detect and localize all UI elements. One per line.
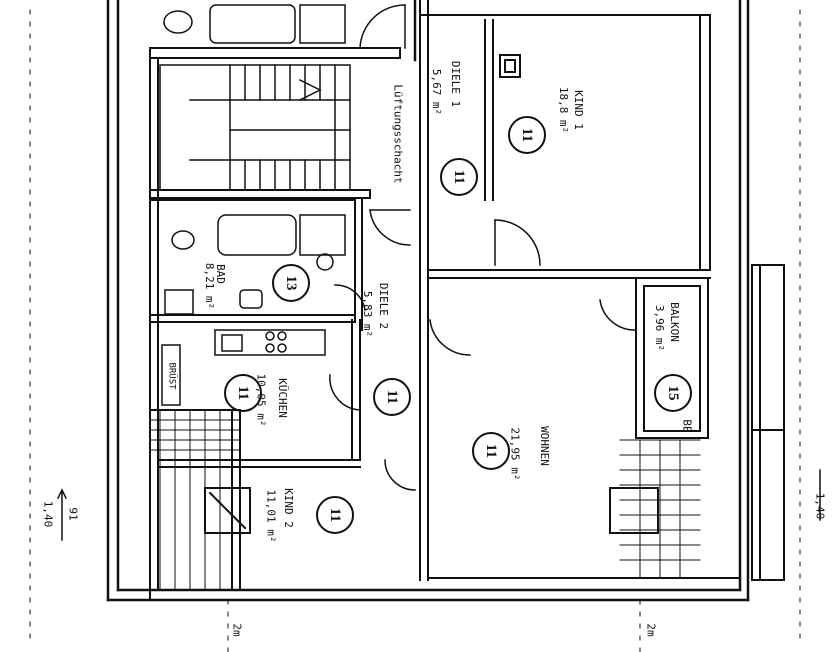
wohnen-area: 21,95 m² <box>508 427 522 481</box>
kind2-label: KIND 2 <box>281 488 295 528</box>
kind2-area: 11,01 m² <box>264 489 278 543</box>
kind2-name: KIND 2 <box>281 488 295 528</box>
be-label: BE <box>680 419 694 433</box>
brust-text: BRÜST <box>166 362 177 390</box>
axis-right: 2m <box>644 623 658 637</box>
be-text: BE <box>680 419 694 433</box>
inner-walls <box>149 0 741 601</box>
diele1-name: DIELE 1 <box>449 60 463 108</box>
doors <box>329 209 636 491</box>
diele1-area-label: 5,67 m² <box>430 68 444 116</box>
dim-right: 1,40 <box>813 492 827 520</box>
balkon-area: 3,96 m² <box>653 304 667 352</box>
diele2-label: DIELE 2 <box>377 282 391 330</box>
balkon-code: 15 <box>654 374 692 412</box>
kuechen-label: KÜCHEN <box>275 378 289 418</box>
diele2-area-label: 5,83 m² <box>361 290 375 338</box>
wohnen-area-label: 21,95 m² <box>508 427 522 481</box>
wohnen-label: WOHNEN <box>537 426 551 466</box>
balcony-railing <box>751 264 785 581</box>
dimension-markers <box>56 469 821 541</box>
outer-walls <box>106 0 750 602</box>
kuechen-code: 11 <box>224 374 262 412</box>
kind2-code: 11 <box>316 496 354 534</box>
balkon-label: BALKON <box>667 302 681 342</box>
kuechen-name: KÜCHEN <box>275 378 289 418</box>
construction-lines <box>29 9 801 652</box>
luftung-text: Lüftungsschacht <box>391 84 405 184</box>
balkon-name: BALKON <box>667 302 681 342</box>
kind1-area: 18,8 m² <box>557 86 571 134</box>
chimneys <box>204 54 659 534</box>
wohnen-name: WOHNEN <box>537 426 551 466</box>
luftung-label: Lüftungsschacht <box>391 84 405 184</box>
diele2-area: 5,83 m² <box>361 290 375 338</box>
kind1-name: KIND 1 <box>571 90 585 130</box>
diele1-code: 11 <box>440 158 478 196</box>
brust-label: BRÜST <box>166 362 178 389</box>
kitchen-fixtures <box>161 329 326 406</box>
dim-left-top: 91 <box>66 507 80 521</box>
diele1-area: 5,67 m² <box>430 68 444 116</box>
diele1-label: DIELE 1 <box>449 60 463 108</box>
kind1-area-label: 18,8 m² <box>557 86 571 134</box>
staircase <box>159 64 351 191</box>
balkon-area-label: 3,96 m² <box>653 304 667 352</box>
diele2-name: DIELE 2 <box>377 282 391 330</box>
kind1-label: KIND 1 <box>571 90 585 130</box>
bathroom-fixtures <box>164 214 346 315</box>
diele2-code: 11 <box>373 378 411 416</box>
bad-area: 8,21 m² <box>203 262 217 310</box>
dim-left-bottom: 1,40 <box>41 500 55 528</box>
kind2-area-label: 11,01 m² <box>264 489 278 543</box>
bad-area-label: 8,21 m² <box>203 262 217 310</box>
axis-left: 2m <box>230 623 244 637</box>
kind1-code: 11 <box>508 116 546 154</box>
wohnen-code: 11 <box>472 432 510 470</box>
top-fixtures <box>163 4 406 49</box>
bad-code: 13 <box>272 264 310 302</box>
roof-hatching <box>149 409 701 591</box>
